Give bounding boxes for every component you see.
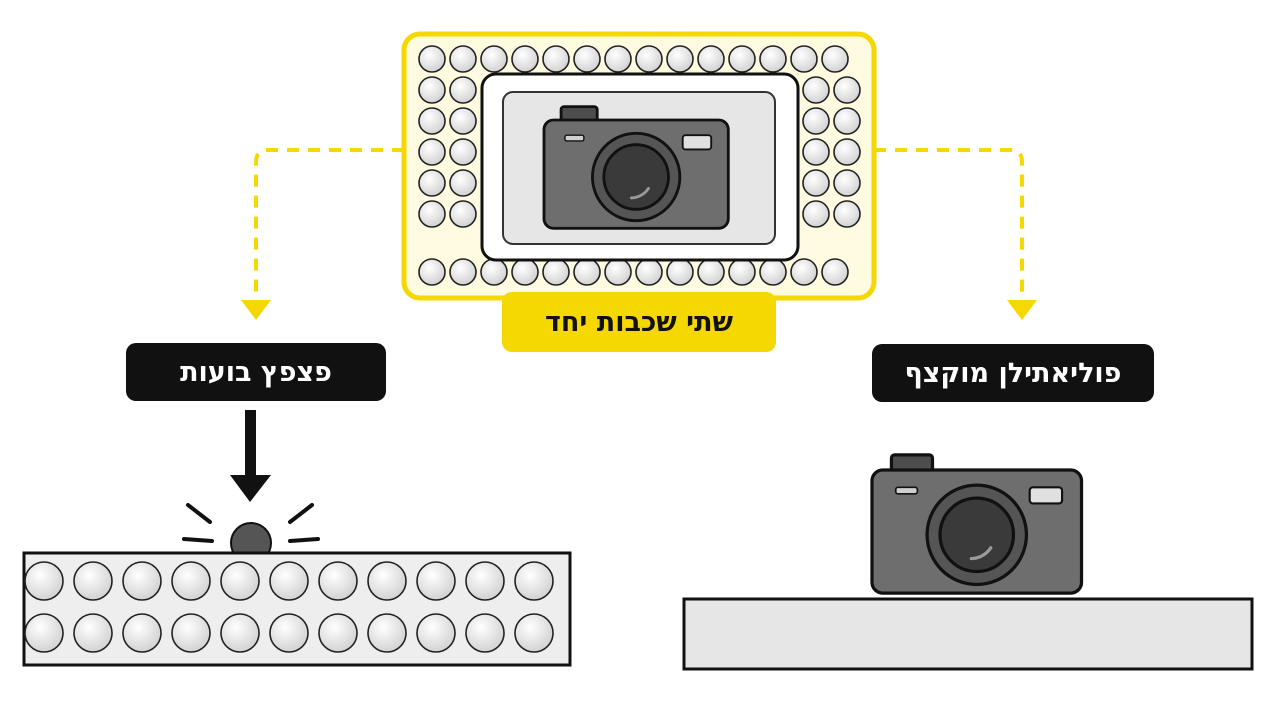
- bubble: [418, 200, 446, 228]
- bubble: [511, 45, 539, 73]
- bubble: [73, 561, 113, 601]
- combined-package: [401, 31, 877, 301]
- bubble: [604, 258, 632, 286]
- bubble: [465, 561, 505, 601]
- bubble: [416, 613, 456, 653]
- bubble: [790, 258, 818, 286]
- foam-layer-icon: [682, 597, 1254, 671]
- bubble: [697, 45, 725, 73]
- bubble: [542, 45, 570, 73]
- bubble: [318, 561, 358, 601]
- connector-right: [874, 148, 1037, 320]
- bubble: [449, 45, 477, 73]
- bubble: [759, 45, 787, 73]
- bubble: [449, 169, 477, 197]
- bubble-wrap-frame: [418, 45, 861, 286]
- bubble: [171, 561, 211, 601]
- bubble: [480, 45, 508, 73]
- camera-icon-on-foam: [870, 453, 1084, 595]
- bubble: [367, 561, 407, 601]
- bubble: [833, 107, 861, 135]
- bubble: [697, 258, 725, 286]
- bubble: [802, 107, 830, 135]
- bubble: [728, 258, 756, 286]
- bubble: [728, 45, 756, 73]
- bubble: [220, 613, 260, 653]
- bubble: [418, 258, 446, 286]
- bubble: [666, 258, 694, 286]
- bubble: [73, 613, 113, 653]
- bubble: [604, 45, 632, 73]
- label-bubble-wrap: פצפץ בועות: [126, 343, 386, 401]
- bubble: [220, 561, 260, 601]
- bubble: [514, 561, 554, 601]
- bubble: [122, 613, 162, 653]
- bubble: [269, 561, 309, 601]
- bubble: [418, 107, 446, 135]
- bubble: [480, 258, 508, 286]
- bubble: [821, 258, 849, 286]
- bubble: [635, 258, 663, 286]
- bubble: [802, 169, 830, 197]
- bubble: [418, 138, 446, 166]
- bubble: [418, 45, 446, 73]
- bubble: [790, 45, 818, 73]
- bubble: [418, 76, 446, 104]
- bubble: [635, 45, 663, 73]
- bubble: [449, 76, 477, 104]
- bubble: [833, 76, 861, 104]
- bubble: [666, 45, 694, 73]
- bubble: [802, 200, 830, 228]
- camera-icon: [542, 105, 730, 230]
- bubble: [802, 76, 830, 104]
- bubble: [318, 613, 358, 653]
- bubble: [171, 613, 211, 653]
- bubble: [269, 613, 309, 653]
- bubble: [449, 138, 477, 166]
- bubble-wrap-icon: [22, 551, 572, 667]
- bubble: [833, 169, 861, 197]
- bubble: [449, 107, 477, 135]
- bubble: [465, 613, 505, 653]
- bubble: [24, 561, 64, 601]
- bubble: [833, 200, 861, 228]
- bubble: [122, 561, 162, 601]
- bubble: [821, 45, 849, 73]
- bubble: [573, 258, 601, 286]
- bubble: [511, 258, 539, 286]
- bubble: [24, 613, 64, 653]
- bubble: [416, 561, 456, 601]
- bubble: [449, 200, 477, 228]
- bubble: [759, 258, 787, 286]
- arrow-down-icon: [230, 410, 271, 502]
- label-combined-layers: שתי שכבות יחד: [502, 292, 776, 352]
- bubble: [542, 258, 570, 286]
- label-polyethylene-foam: פוליאתילן מוקצף: [872, 344, 1154, 402]
- bubble: [514, 613, 554, 653]
- bubble: [833, 138, 861, 166]
- bubble: [418, 169, 446, 197]
- bubble: [367, 613, 407, 653]
- bubble: [573, 45, 601, 73]
- connector-left: [241, 148, 404, 320]
- bubble: [802, 138, 830, 166]
- bubble: [449, 258, 477, 286]
